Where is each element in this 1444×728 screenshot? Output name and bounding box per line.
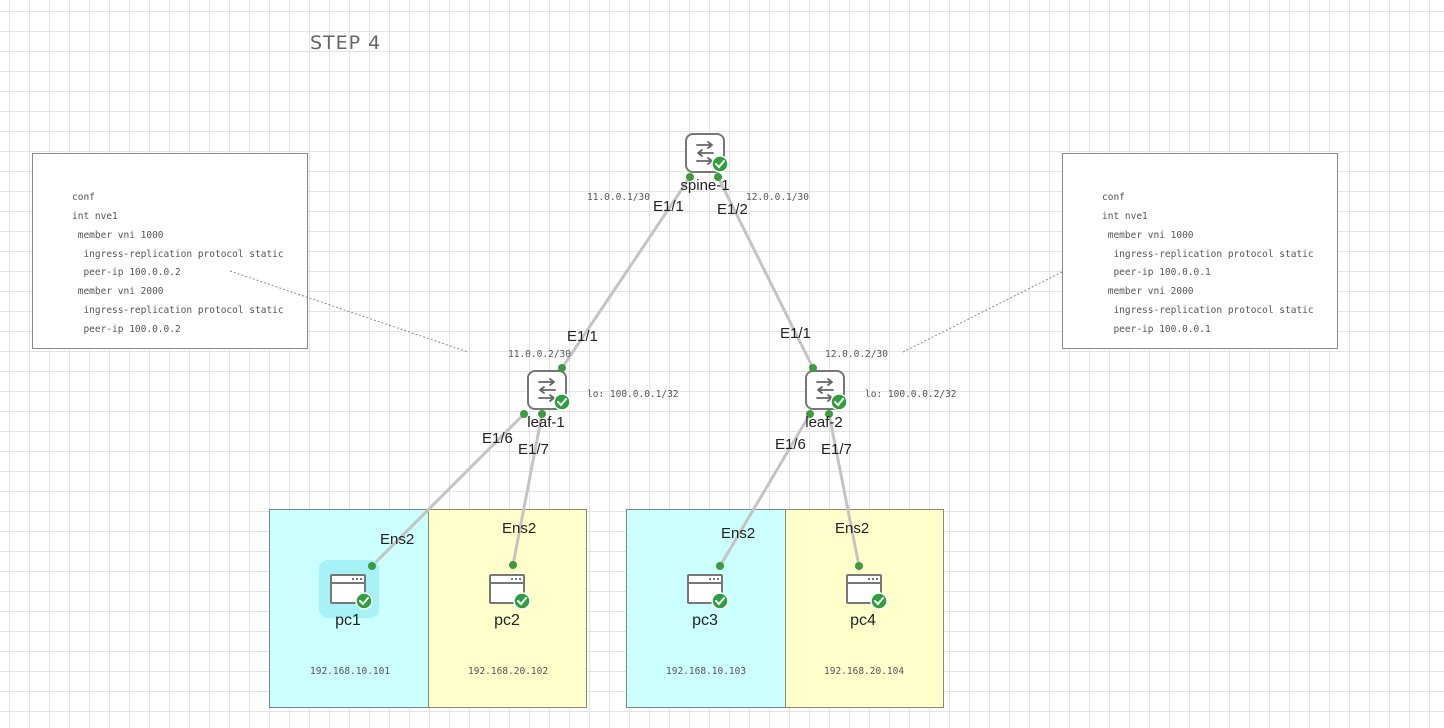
spine-port-e1-2-label: E1/2 — [717, 201, 748, 218]
link-leaf1-pc1[interactable] — [370, 412, 526, 568]
leaf-2-label: leaf-2 — [805, 414, 843, 431]
config-line: ingress-replication protocol static — [72, 249, 284, 260]
port-dot[interactable] — [855, 562, 863, 570]
pc4-port-ens2-label: Ens2 — [835, 520, 870, 537]
status-ok-icon — [553, 393, 571, 411]
config-line: member vni 2000 — [1102, 286, 1194, 297]
spine-e1-2-address: 12.0.0.1/30 — [746, 192, 809, 203]
pc1-ip-label: 192.168.10.101 — [310, 666, 391, 677]
port-dot[interactable] — [686, 173, 694, 181]
pc2-terminal-window-icon[interactable] — [489, 574, 531, 610]
leaf-1-port-e1-6-label: E1/6 — [482, 430, 513, 447]
pc1-port-ens2-label: Ens2 — [380, 531, 415, 548]
status-ok-icon — [711, 155, 729, 173]
config-line: peer-ip 100.0.0.2 — [72, 324, 181, 335]
leaf-1-port-e1-7-label: E1/7 — [518, 441, 549, 458]
link-spine-leaf1[interactable] — [560, 175, 692, 370]
port-dot[interactable] — [520, 410, 528, 418]
note-connector-left — [229, 270, 469, 353]
leaf-1-switch-icon[interactable] — [527, 370, 571, 411]
config-line: conf — [1102, 192, 1125, 203]
config-line: peer-ip 100.0.0.2 — [72, 267, 181, 278]
config-line: ingress-replication protocol static — [1102, 305, 1314, 316]
link-spine-leaf2[interactable] — [716, 175, 815, 370]
pc1-label: pc1 — [335, 612, 361, 629]
status-ok-icon — [870, 592, 888, 610]
config-line: conf — [72, 192, 95, 203]
config-line: member vni 2000 — [72, 286, 164, 297]
config-line: int nve1 — [1102, 211, 1148, 222]
config-line: peer-ip 100.0.0.1 — [1102, 267, 1211, 278]
port-dot[interactable] — [368, 562, 376, 570]
pc3-label: pc3 — [692, 612, 718, 629]
leaf-1-e1-1-address: 11.0.0.2/30 — [508, 349, 571, 360]
pc2-port-ens2-label: Ens2 — [502, 520, 537, 537]
port-dot[interactable] — [806, 410, 814, 418]
pc3-terminal-window-icon[interactable] — [687, 574, 729, 610]
link-leaf1-pc2[interactable] — [511, 412, 544, 567]
spine-e1-1-address: 11.0.0.1/30 — [587, 192, 650, 203]
pc4-label: pc4 — [850, 612, 876, 629]
status-ok-icon — [711, 592, 729, 610]
zone-pc4[interactable] — [785, 509, 944, 708]
leaf-1-label: leaf-1 — [527, 414, 565, 431]
port-dot[interactable] — [825, 410, 833, 418]
status-ok-icon — [513, 592, 531, 610]
port-dot[interactable] — [809, 364, 817, 372]
status-ok-icon — [355, 592, 373, 610]
pc4-ip-label: 192.168.20.104 — [824, 666, 905, 677]
link-leaf2-pc3[interactable] — [718, 412, 812, 568]
port-dot[interactable] — [716, 562, 724, 570]
port-dot[interactable] — [538, 410, 546, 418]
leaf-1-port-e1-1-label: E1/1 — [567, 328, 598, 345]
leaf-2-loopback: lo: 100.0.0.2/32 — [865, 389, 957, 400]
note-connectors — [229, 270, 1063, 353]
port-dot[interactable] — [509, 561, 517, 569]
pc4-terminal-window-icon[interactable] — [846, 574, 888, 610]
config-line: peer-ip 100.0.0.1 — [1102, 324, 1211, 335]
leaf-2-port-e1-7-label: E1/7 — [821, 441, 852, 458]
config-line: ingress-replication protocol static — [72, 305, 284, 316]
leaf-1-loopback: lo: 100.0.0.1/32 — [587, 389, 679, 400]
pc3-ip-label: 192.168.10.103 — [666, 666, 747, 677]
leaf-2-e1-1-address: 12.0.0.2/30 — [825, 349, 888, 360]
leaf-2-port-e1-1-label: E1/1 — [780, 325, 811, 342]
link-leaf2-pc4[interactable] — [827, 412, 861, 568]
leaf-2-port-e1-6-label: E1/6 — [775, 436, 806, 453]
leaf-2-switch-icon[interactable] — [805, 370, 848, 411]
pc3-port-ens2-label: Ens2 — [721, 525, 756, 542]
config-line: member vni 1000 — [72, 230, 164, 241]
pc1-terminal-window-icon[interactable] — [330, 574, 373, 610]
port-dot[interactable] — [714, 173, 722, 181]
pc2-ip-label: 192.168.20.102 — [468, 666, 549, 677]
config-note-leaf2[interactable]: conf int nve1 member vni 1000 ingress-re… — [1062, 153, 1338, 349]
config-line: ingress-replication protocol static — [1102, 249, 1314, 260]
port-dot[interactable] — [558, 364, 566, 372]
spine-port-e1-1-label: E1/1 — [653, 198, 684, 215]
status-ok-icon — [830, 393, 848, 411]
spine-1-switch-icon[interactable] — [685, 133, 729, 173]
note-connector-right — [902, 271, 1063, 353]
config-line: int nve1 — [72, 211, 118, 222]
pc2-label: pc2 — [494, 612, 520, 629]
zone-pc2[interactable] — [428, 509, 587, 708]
step-title: STEP 4 — [310, 32, 382, 54]
spine-1-label: spine-1 — [680, 177, 730, 194]
config-line: member vni 1000 — [1102, 230, 1194, 241]
config-note-leaf1[interactable]: conf int nve1 member vni 1000 ingress-re… — [32, 153, 308, 349]
